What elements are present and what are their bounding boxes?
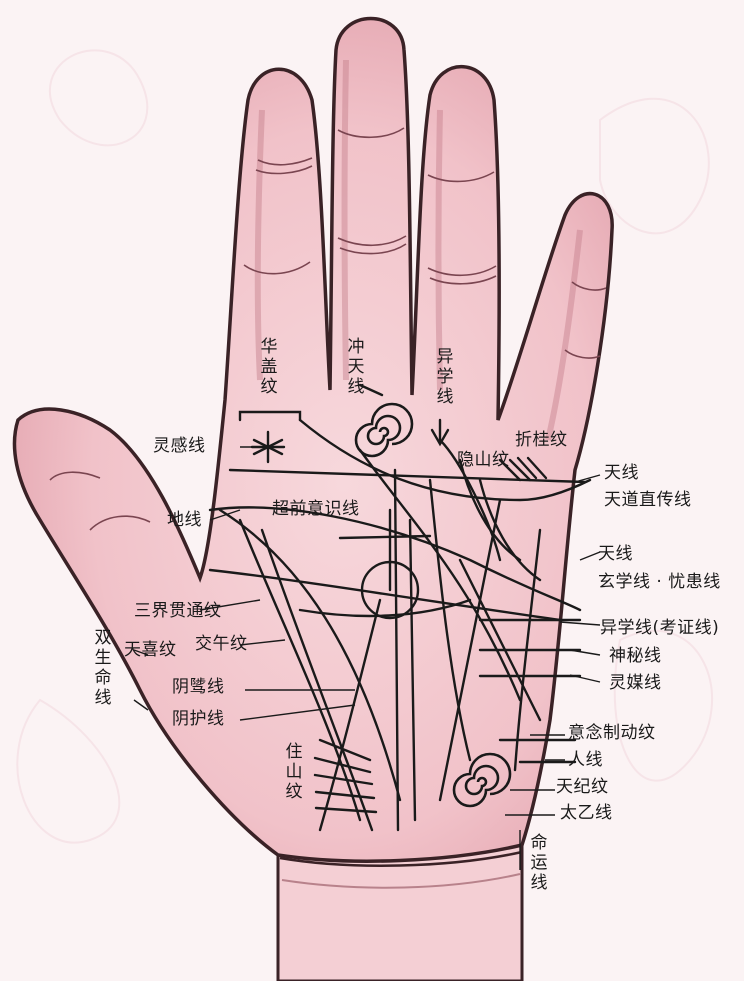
label-hua-gai-wen: 华盖纹 — [259, 337, 279, 397]
label-tai-yi-xian: 太乙线 — [560, 805, 613, 822]
label-tian-ji-wen: 天纪纹 — [556, 779, 609, 796]
label-chong-tian-xian: 冲天线 — [346, 337, 366, 397]
label-yi-xue-xian-kao-zheng: 异学线(考证线) — [600, 620, 719, 637]
label-tian-xi-wen: 天喜纹 — [124, 642, 177, 659]
label-shen-mi-xian: 神秘线 — [609, 648, 662, 665]
label-yin-shan-wen: 隐山纹 — [457, 452, 510, 469]
label-yin-hu-xian: 阴护线 — [172, 711, 225, 728]
label-zhe-gui-wen: 折桂纹 — [515, 432, 568, 449]
label-zhu-shan-wen: 住山纹 — [284, 742, 304, 802]
label-di-xian: 地线 — [167, 512, 202, 529]
label-tian-dao-zhi-chuan-xian: 天道直传线 — [604, 492, 692, 509]
label-tian-xian-1: 天线 — [604, 465, 639, 482]
label-yi-xue-xian-top: 异学线 — [435, 347, 455, 407]
label-xuan-xue-xian: 玄学线 · 忧患线 — [598, 574, 721, 591]
label-chao-qian-yi-shi-xian: 超前意识线 — [272, 501, 360, 518]
label-shuang-sheng-ming-xian-col1: 双生命线 — [93, 628, 113, 708]
label-shuang-sheng-ming-xian: 双生命线 — [95, 628, 112, 708]
label-jiao-wu-wen: 交午纹 — [195, 636, 248, 653]
label-tian-xian-2: 天线 — [598, 546, 633, 563]
label-ling-mei-xian: 灵媒线 — [609, 675, 662, 692]
label-ling-gan-xian: 灵感线 — [153, 438, 206, 455]
label-yi-nian-zhi-dong-wen: 意念制动纹 — [568, 725, 656, 742]
label-ren-xian: 人线 — [568, 752, 603, 769]
label-san-jie-guan-tong-wen: 三界贯通纹 — [134, 603, 222, 620]
label-ming-yun-xian: 命运线 — [529, 833, 549, 893]
label-yin-zhi-xian: 阴骘线 — [172, 679, 225, 696]
